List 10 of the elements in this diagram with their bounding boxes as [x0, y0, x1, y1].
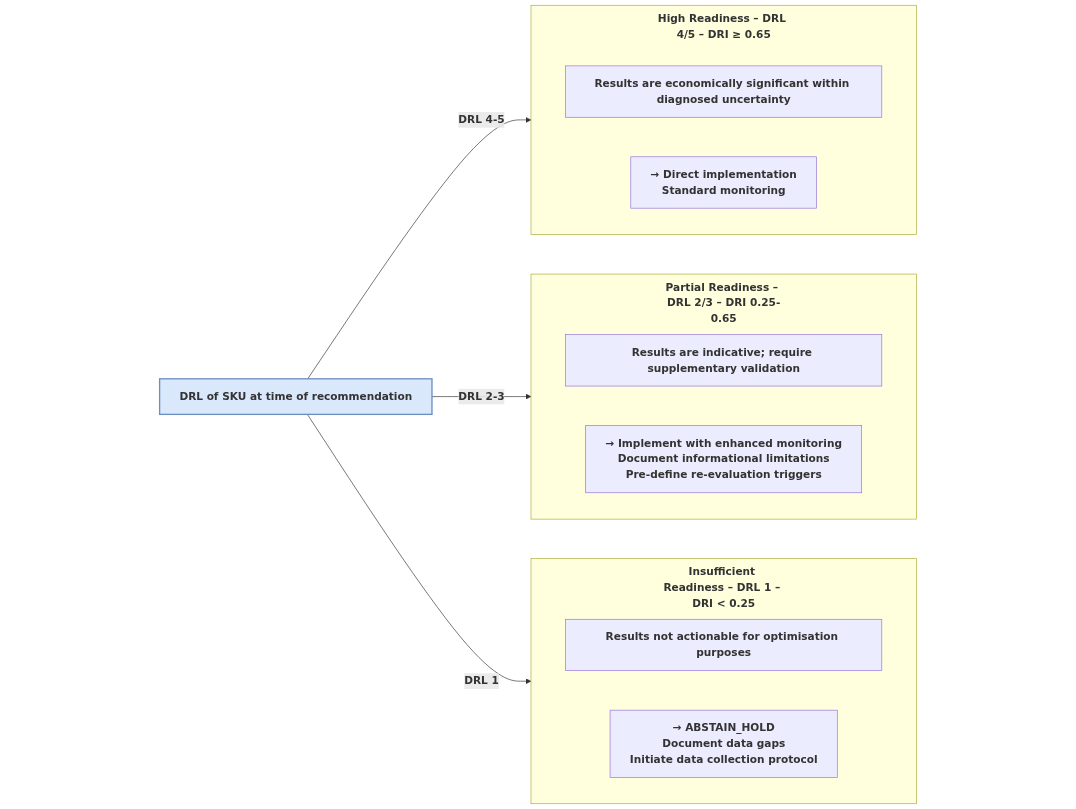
- edge-label: DRL 4-5: [458, 113, 505, 126]
- node-box: Results not actionable for optimisation purposes: [565, 618, 883, 671]
- node-box: Results are economically significant within diagnosed uncertainty: [565, 65, 883, 118]
- node-box: → Implement with enhanced monitoring Document informational limitations Pre-define re-evaluation triggers: [585, 425, 863, 494]
- edge-label: DRL 2-3: [458, 390, 505, 403]
- node-box: → ABSTAIN_HOLD Document data gaps Initiate data collection protocol: [609, 709, 838, 778]
- edge-label: DRL 1: [464, 674, 499, 688]
- node-box: → Direct implementation Standard monitoring: [630, 156, 817, 209]
- node-box: Results are indicative; require supplementary validation: [565, 334, 883, 387]
- node-box: DRL of SKU at time of recommendation: [158, 378, 433, 416]
